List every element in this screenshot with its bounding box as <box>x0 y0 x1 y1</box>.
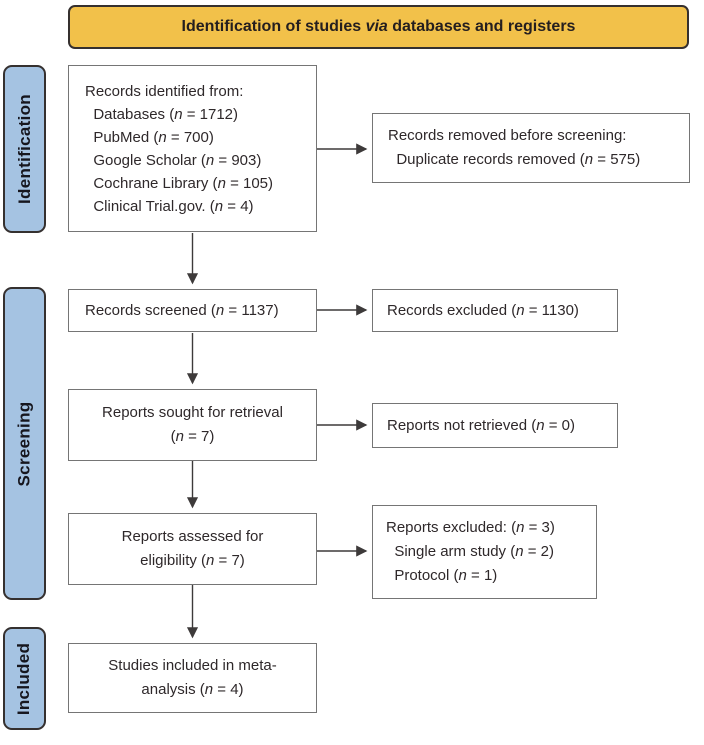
text-line: Reports sought for retrieval <box>102 404 283 421</box>
box-records-excluded: Records excluded (n = 1130) <box>372 289 618 332</box>
text-line: analysis (n = 4) <box>141 681 244 698</box>
text-line: Duplicate records removed (n = 575) <box>388 151 641 168</box>
text-line: Databases (n = 1712) <box>85 105 239 123</box>
box-records-screened: Records screened (n = 1137) <box>68 289 317 332</box>
box-reports-not-retrieved: Reports not retrieved (n = 0) <box>372 403 618 448</box>
box-records-identified: Records identified from: Databases (n = … <box>68 65 317 232</box>
text-line: Studies included in meta- <box>108 657 277 674</box>
box-reports-excluded: Reports excluded: (n = 3) Single arm stu… <box>372 505 597 599</box>
stage-bar-included: Included <box>3 627 46 730</box>
banner-text-post: databases and registers <box>387 18 576 35</box>
banner-text-pre: Identification of studies <box>181 18 366 35</box>
box-reports-assessed: Reports assessed for eligibility (n = 7) <box>68 513 317 585</box>
text-line: Clinical Trial.gov. (n = 4) <box>85 197 254 215</box>
stage-label-included: Included <box>14 642 34 715</box>
text-line: Reports excluded: (n = 3) <box>386 519 555 536</box>
text-line: Single arm study (n = 2) <box>386 543 554 560</box>
box-studies-included: Studies included in meta-analysis (n = 4… <box>68 643 317 713</box>
text-line: Records removed before screening: <box>388 127 627 144</box>
text-line: eligibility (n = 7) <box>140 552 245 569</box>
stage-label-identification: Identification <box>14 94 34 204</box>
text-line: (n = 7) <box>170 428 215 445</box>
box-records-removed: Records removed before screening: Duplic… <box>372 113 690 183</box>
text-line: Google Scholar (n = 903) <box>85 151 262 169</box>
banner-identification-via-databases: Identification of studies via databases … <box>68 5 689 49</box>
text-line: Records screened (n = 1137) <box>85 301 279 319</box>
text-line: Records identified from: <box>85 82 244 100</box>
stage-label-screening: Screening <box>14 401 34 486</box>
box-reports-sought: Reports sought for retrieval (n = 7) <box>68 389 317 461</box>
text-line: Protocol (n = 1) <box>386 567 498 584</box>
stage-bar-identification: Identification <box>3 65 46 233</box>
text-line: PubMed (n = 700) <box>85 128 214 146</box>
banner-text-italic: via <box>365 18 388 35</box>
stage-bar-screening: Screening <box>3 287 46 600</box>
text-line: Records excluded (n = 1130) <box>387 301 579 319</box>
text-line: Cochrane Library (n = 105) <box>85 174 274 192</box>
text-line: Reports not retrieved (n = 0) <box>387 416 576 434</box>
text-line: Reports assessed for <box>121 528 264 545</box>
